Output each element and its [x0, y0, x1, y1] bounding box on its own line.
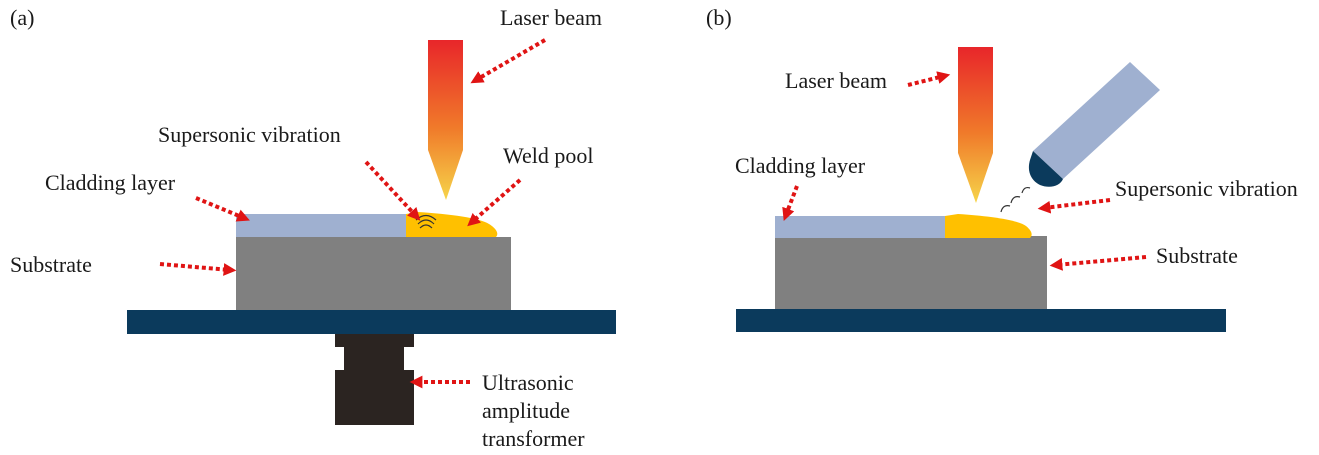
- transformer-label-line1: Ultrasonic: [482, 370, 574, 395]
- weld-pool-shape-b: [945, 214, 1032, 238]
- laser-beam-icon-b: [958, 47, 993, 203]
- laser-beam-icon: [428, 40, 463, 200]
- transformer-label-line3: transformer: [482, 426, 585, 451]
- arrow-weld-pool-a: [467, 178, 522, 227]
- supersonic-vibration-label-a: Supersonic vibration: [158, 122, 341, 147]
- transformer-label-line2: amplitude: [482, 398, 570, 423]
- arrow-substrate-b: [1049, 255, 1147, 271]
- weld-pool-label-a: Weld pool: [503, 143, 594, 168]
- panel-a-label: (a): [10, 5, 34, 30]
- vibration-waves-icon-b: [1000, 186, 1031, 213]
- cladding-layer-label-a: Cladding layer: [45, 170, 176, 195]
- substrate-label-b: Substrate: [1156, 243, 1238, 268]
- weld-pool-shape: [406, 212, 498, 237]
- ultrasonic-transformer: [335, 334, 414, 425]
- arrow-laser-beam-a: [470, 38, 547, 84]
- arrow-cladding-layer-b: [782, 185, 799, 221]
- arrow-substrate-a: [159, 262, 237, 276]
- supersonic-vibration-label-b: Supersonic vibration: [1115, 176, 1298, 201]
- cladding-layer-strip: [236, 214, 406, 237]
- cladding-layer-strip-b: [775, 216, 945, 238]
- ultrasonic-horn-icon: [1028, 62, 1160, 187]
- base-plate-b: [736, 309, 1226, 332]
- panel-b: (b) Laser beam Cladding layer Supersonic: [706, 5, 1298, 332]
- laser-beam-label-b: Laser beam: [785, 68, 887, 93]
- substrate-label-a: Substrate: [10, 252, 92, 277]
- base-plate: [127, 310, 616, 334]
- arrow-cladding-layer-a: [195, 196, 250, 222]
- substrate-block: [236, 237, 511, 310]
- arrow-laser-beam-b: [907, 71, 951, 87]
- arrow-supersonic-vibration-a: [364, 160, 421, 221]
- panel-a: (a) Laser beam Supersonic v: [10, 5, 616, 451]
- substrate-block-b: [775, 236, 1047, 309]
- panel-b-label: (b): [706, 5, 732, 30]
- cladding-layer-label-b: Cladding layer: [735, 153, 866, 178]
- laser-beam-label-a: Laser beam: [500, 5, 602, 30]
- arrow-supersonic-vibration-b: [1037, 198, 1111, 214]
